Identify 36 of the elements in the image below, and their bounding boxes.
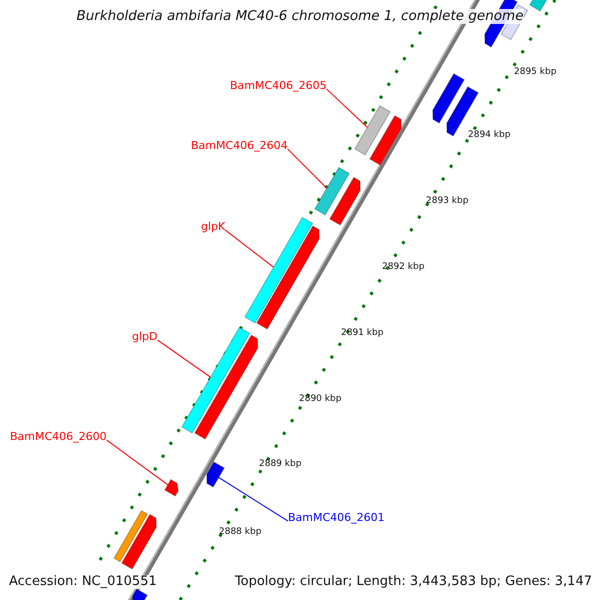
scale-label: 2890 kbp	[299, 395, 342, 405]
gene-label: BamMC406_2605	[230, 80, 327, 92]
gene-feature-block	[432, 73, 465, 124]
leader-line	[287, 148, 328, 189]
gene-feature-block	[369, 115, 402, 166]
gene-label: glpK	[201, 221, 226, 234]
leader-line	[326, 88, 368, 128]
scale-label: 2889 kbp	[259, 460, 302, 470]
gene-feature-block	[206, 461, 225, 488]
scale-label: 2894 kbp	[468, 131, 510, 141]
scale-label: 2888 kbp	[219, 528, 262, 538]
leader-line	[224, 230, 274, 268]
gene-feature-block	[314, 166, 350, 216]
gene-feature-block	[329, 176, 361, 226]
gene-feature-block	[354, 105, 391, 156]
leader-line	[106, 440, 168, 486]
accession-text: Accession: NC_010551	[9, 575, 157, 590]
gene-feature-block	[181, 326, 250, 434]
scale-label: 2895 kbp	[514, 68, 556, 78]
gene-feature-block	[113, 510, 148, 562]
leader-line	[157, 340, 212, 378]
gene-feature-block	[256, 225, 320, 330]
gene-label: BamMC406_2601	[288, 512, 385, 524]
scale-label: 2892 kbp	[382, 263, 424, 273]
gene-feature-block	[164, 478, 179, 497]
gene-label: BamMC406_2604	[191, 140, 288, 152]
scale-label: 2893 kbp	[426, 197, 468, 207]
gene-feature-block	[194, 334, 258, 440]
leader-line	[218, 476, 288, 522]
title: Burkholderia ambifaria MC40-6 chromosome 1, complete genome	[76, 9, 524, 24]
gene-label: glpD	[132, 331, 158, 344]
gene-feature-block	[244, 216, 314, 324]
scale-label: 2891 kbp	[341, 329, 384, 339]
gene-label: BamMC406_2600	[10, 431, 107, 444]
topology-text: Topology: circular; Length: 3,443,583 bp; Genes: 3,147	[234, 575, 592, 590]
gene-feature-block	[121, 514, 157, 570]
